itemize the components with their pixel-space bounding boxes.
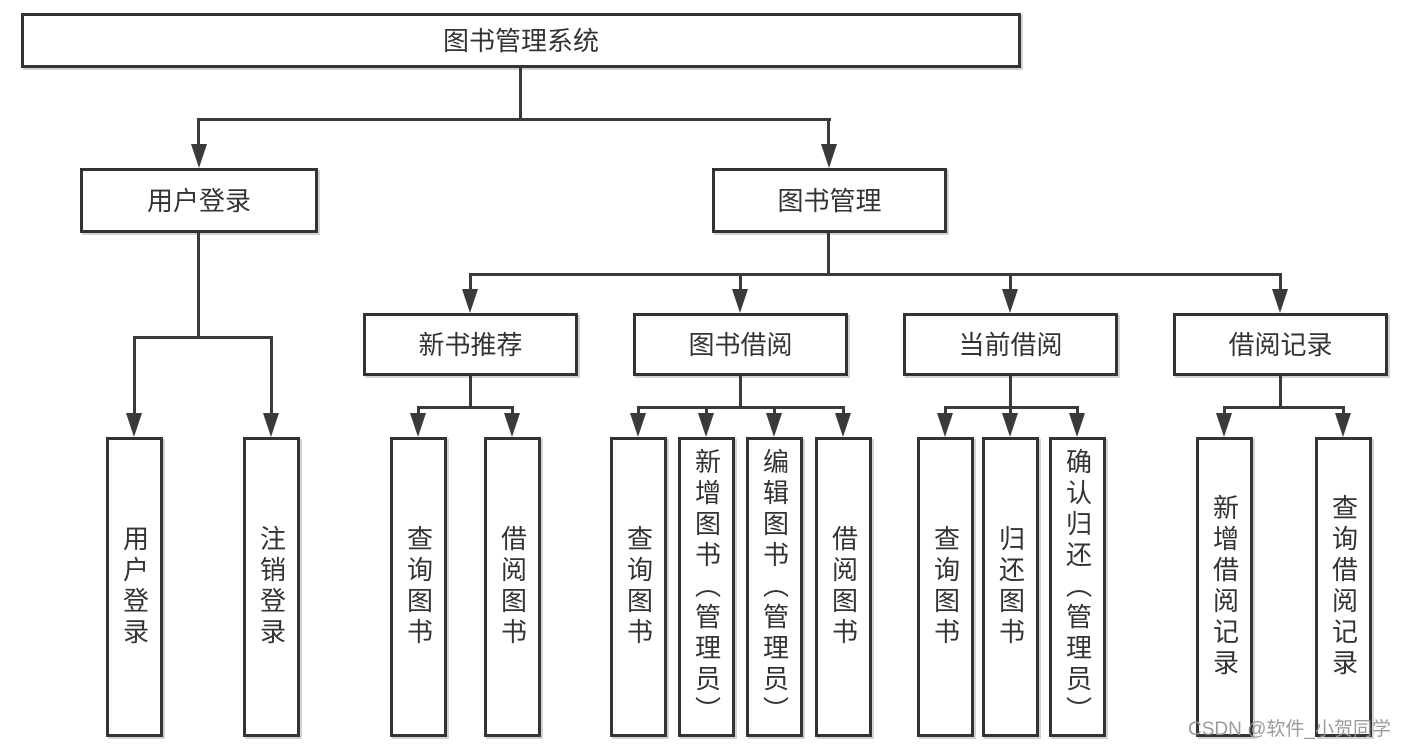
leaf-query-borrow-record: 查询借阅记录	[1315, 437, 1372, 737]
connector-stub-add-books-admin	[705, 406, 708, 416]
connector-new-book-recommend-hbar	[417, 406, 514, 409]
connector-user-login-hbar	[133, 336, 273, 339]
connector-stub-query-books-recommend	[417, 406, 420, 416]
connector-stub-confirm-return-admin	[1076, 406, 1079, 416]
arrowhead-add-borrow-record	[1216, 413, 1232, 437]
arrowhead-new-book-recommend	[462, 289, 478, 313]
arrowhead-current-borrowing	[1002, 289, 1018, 313]
node-borrowing-records: 借阅记录	[1173, 313, 1388, 376]
arrowhead-edit-books-admin	[766, 413, 782, 437]
leaf-query-books-borrow-label: 查询图书	[623, 525, 654, 649]
arrowhead-leaf-user-login	[126, 413, 142, 437]
node-book-management-label: 图书管理	[777, 185, 882, 216]
connector-borrowing-records-feed	[1279, 376, 1282, 409]
connector-stub-current-borrowing	[1009, 273, 1012, 292]
node-library-system-label: 图书管理系统	[442, 25, 599, 56]
arrowhead-query-borrow-record	[1335, 413, 1351, 437]
leaf-query-books-current: 查询图书	[917, 437, 974, 737]
leaf-logout: 注销登录	[243, 437, 300, 737]
arrowhead-borrow-books	[835, 413, 851, 437]
leaf-borrow-books-recommend: 借阅图书	[484, 437, 541, 737]
leaf-add-borrow-record-label: 新增借阅记录	[1209, 494, 1240, 680]
leaf-query-borrow-record-label: 查询借阅记录	[1328, 494, 1359, 680]
connector-stub-leaf-user-login	[133, 336, 136, 414]
connector-level3-hbar	[469, 273, 1282, 276]
arrowhead-book-management	[821, 144, 837, 168]
connector-stub-leaf-logout	[270, 336, 273, 414]
arrowhead-query-books-current	[937, 413, 953, 437]
connector-stub-new-book-recommend	[469, 273, 472, 292]
leaf-query-books-recommend-label: 查询图书	[403, 525, 434, 649]
arrowhead-query-books-borrow	[630, 413, 646, 437]
connector-stub-user-login	[197, 118, 200, 147]
connector-stub-query-borrow-record	[1342, 406, 1345, 416]
csdn-watermark: CSDN @软件_小贺同学	[1188, 719, 1391, 740]
arrowhead-add-books-admin	[698, 413, 714, 437]
arrowhead-confirm-return-admin	[1069, 413, 1085, 437]
arrowhead-leaf-logout	[263, 413, 279, 437]
node-current-borrowing: 当前借阅	[903, 313, 1118, 376]
leaf-borrow-books-label: 借阅图书	[828, 525, 859, 649]
leaf-query-books-borrow: 查询图书	[610, 437, 667, 737]
connector-book-borrowing-feed	[739, 376, 742, 409]
connector-book-management-feed	[827, 233, 830, 276]
node-user-login: 用户登录	[80, 168, 318, 233]
leaf-confirm-return-admin: 确认归还（管理员）	[1049, 437, 1106, 737]
leaf-user-login-label: 用户登录	[119, 525, 150, 649]
connector-stub-query-books-borrow	[637, 406, 640, 416]
arrowhead-user-login	[191, 144, 207, 168]
connector-book-borrowing-hbar	[637, 406, 845, 409]
arrowhead-query-books-recommend	[410, 413, 426, 437]
leaf-confirm-return-admin-label: 确认归还（管理员）	[1062, 447, 1093, 727]
connector-root-feed	[519, 68, 522, 121]
arrowhead-borrow-books-recommend	[504, 413, 520, 437]
connector-user-login-feed	[197, 233, 200, 339]
leaf-return-books-label: 归还图书	[995, 525, 1026, 649]
leaf-logout-label: 注销登录	[256, 525, 287, 649]
leaf-borrow-books-recommend-label: 借阅图书	[497, 525, 528, 649]
node-book-management: 图书管理	[712, 168, 947, 233]
connector-current-borrowing-feed	[1009, 376, 1012, 409]
connector-borrowing-records-hbar	[1223, 406, 1345, 409]
leaf-query-books-recommend: 查询图书	[390, 437, 447, 737]
connector-stub-query-books-current	[944, 406, 947, 416]
connector-stub-book-borrowing	[739, 273, 742, 292]
arrowhead-return-books	[1002, 413, 1018, 437]
leaf-query-books-current-label: 查询图书	[930, 525, 961, 649]
connector-stub-add-borrow-record	[1223, 406, 1226, 416]
leaf-user-login: 用户登录	[106, 437, 163, 737]
leaf-add-books-admin: 新增图书（管理员）	[678, 437, 735, 737]
connector-stub-return-books	[1009, 406, 1012, 416]
node-new-book-recommend: 新书推荐	[363, 313, 578, 376]
node-user-login-label: 用户登录	[146, 185, 251, 216]
arrowhead-book-borrowing	[732, 289, 748, 313]
connector-root-hbar	[197, 118, 831, 121]
connector-stub-borrow-books-recommend	[511, 406, 514, 416]
connector-stub-borrow-books	[842, 406, 845, 416]
node-book-borrowing: 图书借阅	[633, 313, 848, 376]
node-current-borrowing-label: 当前借阅	[958, 329, 1063, 360]
node-borrowing-records-label: 借阅记录	[1228, 329, 1333, 360]
node-new-book-recommend-label: 新书推荐	[418, 329, 523, 360]
leaf-borrow-books: 借阅图书	[815, 437, 872, 737]
leaf-return-books: 归还图书	[982, 437, 1039, 737]
node-library-system: 图书管理系统	[21, 13, 1021, 68]
arrowhead-borrowing-records	[1272, 289, 1288, 313]
leaf-edit-books-admin-label: 编辑图书（管理员）	[759, 447, 790, 727]
leaf-add-books-admin-label: 新增图书（管理员）	[691, 447, 722, 727]
connector-stub-borrowing-records	[1279, 273, 1282, 292]
leaf-edit-books-admin: 编辑图书（管理员）	[746, 437, 803, 737]
connector-stub-edit-books-admin	[773, 406, 776, 416]
node-book-borrowing-label: 图书借阅	[688, 329, 793, 360]
connector-new-book-recommend-feed	[469, 376, 472, 409]
leaf-add-borrow-record: 新增借阅记录	[1196, 437, 1253, 737]
connector-stub-book-management	[827, 118, 830, 147]
